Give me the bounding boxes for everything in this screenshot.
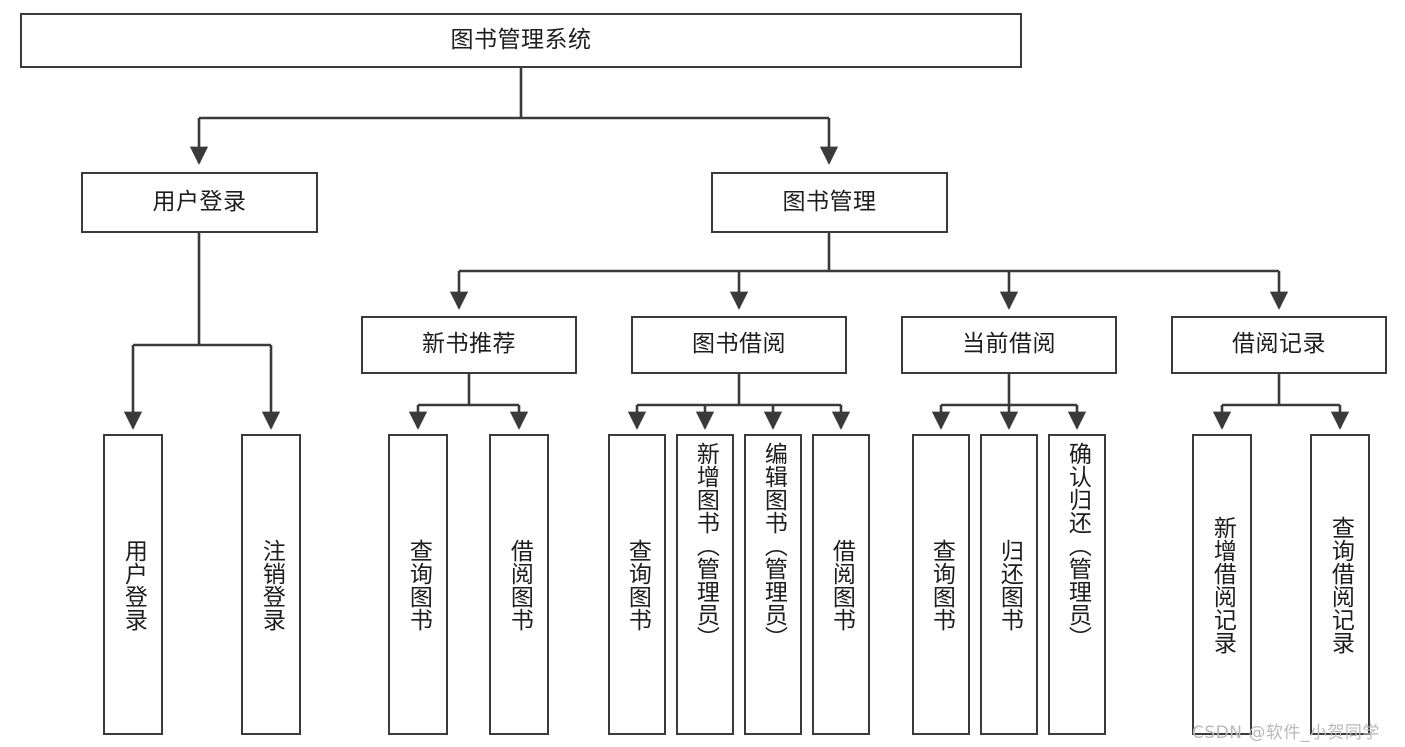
node-label: 图书管理 [782, 188, 877, 215]
node-borrow-record[interactable]: 借阅记录 [1171, 316, 1387, 374]
node-new-book-recommend[interactable]: 新书推荐 [361, 316, 577, 374]
node-user-login[interactable]: 用户登录 [81, 172, 318, 233]
leaf-borrow-book-recommend[interactable]: 借阅图书 [489, 434, 549, 735]
leaf-label: 确认归还（管理员） [1064, 442, 1091, 649]
leaf-label: 编辑图书（管理员） [760, 442, 787, 649]
node-label: 图书管理系统 [450, 26, 592, 53]
leaf-label: 归还图书 [996, 538, 1023, 631]
leaf-logout[interactable]: 注销登录 [241, 434, 301, 735]
leaf-label: 借阅图书 [828, 538, 855, 631]
node-root-book-management-system[interactable]: 图书管理系统 [20, 13, 1022, 68]
leaf-label: 新增借阅记录 [1209, 515, 1236, 654]
leaf-label: 查询借阅记录 [1327, 515, 1354, 654]
node-book-management[interactable]: 图书管理 [711, 172, 948, 233]
leaf-edit-book-admin[interactable]: 编辑图书（管理员） [744, 434, 802, 735]
leaf-return-book[interactable]: 归还图书 [980, 434, 1038, 735]
leaf-query-book-borrow[interactable]: 查询图书 [608, 434, 666, 735]
node-current-borrow[interactable]: 当前借阅 [901, 316, 1117, 374]
leaf-query-book-current[interactable]: 查询图书 [912, 434, 970, 735]
node-label: 用户登录 [152, 188, 247, 215]
leaf-label: 注销登录 [258, 538, 285, 631]
leaf-add-book-admin[interactable]: 新增图书（管理员） [676, 434, 734, 735]
leaf-borrow-book[interactable]: 借阅图书 [812, 434, 870, 735]
leaf-label: 查询图书 [405, 538, 432, 631]
leaf-query-borrow-record[interactable]: 查询借阅记录 [1310, 434, 1370, 735]
leaf-label: 用户登录 [120, 538, 147, 631]
node-label: 图书借阅 [692, 331, 786, 358]
node-book-borrow[interactable]: 图书借阅 [631, 316, 847, 374]
leaf-label: 借阅图书 [506, 538, 533, 631]
node-label: 借阅记录 [1232, 331, 1326, 358]
leaf-label: 查询图书 [928, 538, 955, 631]
leaf-label: 新增图书（管理员） [692, 442, 719, 649]
leaf-query-book-recommend[interactable]: 查询图书 [388, 434, 448, 735]
leaf-confirm-return-admin[interactable]: 确认归还（管理员） [1048, 434, 1106, 735]
node-label: 当前借阅 [962, 331, 1056, 358]
node-label: 新书推荐 [422, 331, 516, 358]
leaf-user-login[interactable]: 用户登录 [103, 434, 163, 735]
leaf-label: 查询图书 [624, 538, 651, 631]
leaf-add-borrow-record[interactable]: 新增借阅记录 [1192, 434, 1252, 735]
